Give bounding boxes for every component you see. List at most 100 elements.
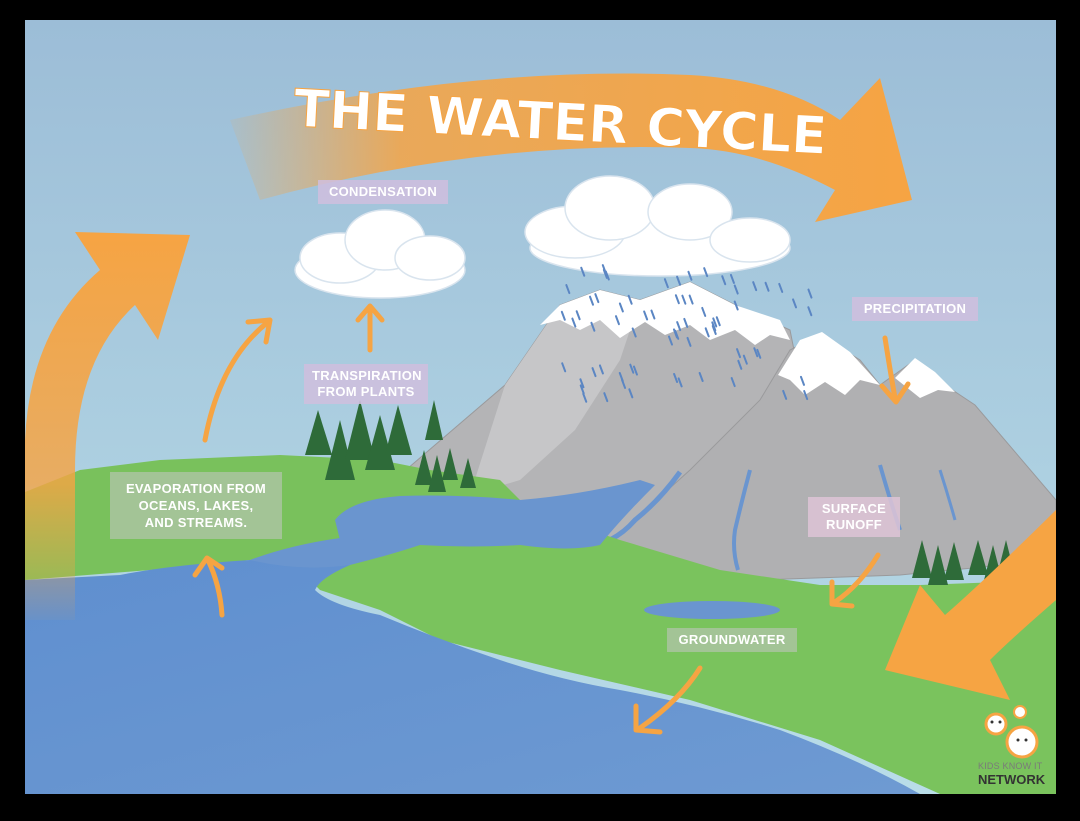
rain-drop [579, 378, 585, 389]
rain-drop [742, 354, 748, 365]
groundwater-text: GROUNDWATER [678, 632, 786, 647]
rain-drop [698, 371, 704, 382]
rain-drop [672, 328, 678, 339]
tree-cluster-left [305, 400, 476, 492]
rain-drop [579, 384, 585, 395]
rain-drop [663, 278, 669, 289]
sea [25, 558, 920, 794]
mountain-stream-4 [938, 469, 957, 521]
rain-drop [628, 388, 634, 399]
rain-drop [603, 392, 609, 403]
rain-drop [594, 293, 600, 304]
rain-drop [715, 316, 721, 327]
rain-drop [764, 281, 770, 292]
runoff-text-line1: SURFACE [821, 501, 887, 516]
rain-drop [729, 273, 735, 284]
rain-drop [782, 389, 788, 400]
rain-drops [560, 264, 813, 403]
evaporation-label: EVAPORATION FROM OCEANS, LAKES, AND STRE… [110, 472, 282, 539]
rain-drop [632, 365, 638, 376]
mountain-stream-2 [732, 469, 752, 571]
rain-drop [687, 270, 693, 281]
rain-drop [580, 266, 586, 277]
rain-cloud [524, 175, 791, 277]
rain-drop [807, 306, 813, 317]
mountain-stream-1 [608, 470, 683, 543]
rain-drop [733, 300, 739, 311]
rain-drop [650, 309, 656, 320]
rain-drop [673, 372, 679, 383]
rain-drop [643, 310, 649, 321]
transpiration-text-line2: FROM PLANTS [317, 384, 415, 399]
transpiration-label: TRANSPIRATION FROM PLANTS [304, 364, 428, 404]
rain-drop [674, 294, 680, 305]
condensation-label: CONDENSATION [318, 180, 448, 204]
logo-text-bottom: NETWORK [978, 772, 1046, 787]
rain-drop [601, 264, 607, 275]
rain-drop [701, 306, 707, 317]
title-arrow [230, 73, 912, 222]
rain-drop [753, 347, 759, 358]
river-channel [250, 538, 420, 568]
rain-drop [807, 288, 813, 299]
rain-drop [730, 377, 736, 388]
groundwater-pool [644, 601, 780, 619]
rain-drop [711, 324, 717, 335]
rain-drop [565, 284, 571, 295]
rain-drop [677, 377, 683, 388]
rain-drop [618, 371, 624, 382]
rain-drop [721, 275, 727, 286]
condensation-text: CONDENSATION [328, 184, 438, 199]
precipitation-text: PRECIPITATION [863, 301, 967, 316]
rain-drop [681, 294, 687, 305]
rain-drop [703, 267, 709, 278]
evaporation-arrow-left [25, 232, 190, 620]
rain-drop [629, 363, 635, 374]
evaporation-text-line2: OCEANS, LAKES, [138, 498, 254, 513]
snow-cap-3 [895, 358, 955, 398]
runoff-arrow-right [885, 510, 1056, 700]
condensation-cloud [294, 209, 466, 299]
rain-drop [686, 336, 692, 347]
groundwater-label: GROUNDWATER [667, 628, 797, 652]
rain-drop [799, 375, 805, 386]
rain-drop [683, 317, 689, 328]
land-main [300, 520, 1056, 794]
precipitation-label: PRECIPITATION [852, 297, 978, 321]
rain-drop [591, 367, 597, 378]
evaporation-text-line3: AND STREAMS. [144, 515, 248, 530]
rain-drop [598, 364, 604, 375]
rain-drop [792, 298, 798, 309]
rain-drop [618, 302, 624, 313]
logo-text-top: KIDS KNOW IT [978, 761, 1043, 771]
rain-drop [668, 335, 674, 346]
rain-drop [752, 281, 758, 292]
rain-drop [803, 390, 809, 401]
mountain-back-shade [470, 290, 640, 495]
rain-drop [571, 317, 577, 328]
rain-drop [589, 295, 595, 306]
rain-drop [704, 327, 710, 338]
rain-drop [582, 392, 588, 403]
rain-drop [676, 275, 682, 286]
rain-drop [614, 315, 620, 326]
transpiration-text-line1: TRANSPIRATION [312, 368, 422, 383]
rain-drop [575, 310, 581, 321]
snow-cap-1 [540, 282, 790, 345]
logo [984, 705, 1039, 759]
rain-drop [733, 284, 739, 295]
rain-drop [778, 282, 784, 293]
lake [335, 480, 655, 549]
rain-drop [631, 327, 637, 338]
rain-drop [590, 321, 596, 332]
runoff-text-line2: RUNOFF [826, 517, 882, 532]
rain-drop [688, 294, 694, 305]
evaporation-text-line1: EVAPORATION FROM [125, 481, 267, 496]
rain-drop [627, 294, 633, 305]
small-arrows [192, 303, 911, 735]
rain-drop [736, 348, 742, 359]
rain-drop [737, 359, 743, 370]
rain-drop [560, 310, 566, 321]
rain-drop [561, 362, 567, 373]
